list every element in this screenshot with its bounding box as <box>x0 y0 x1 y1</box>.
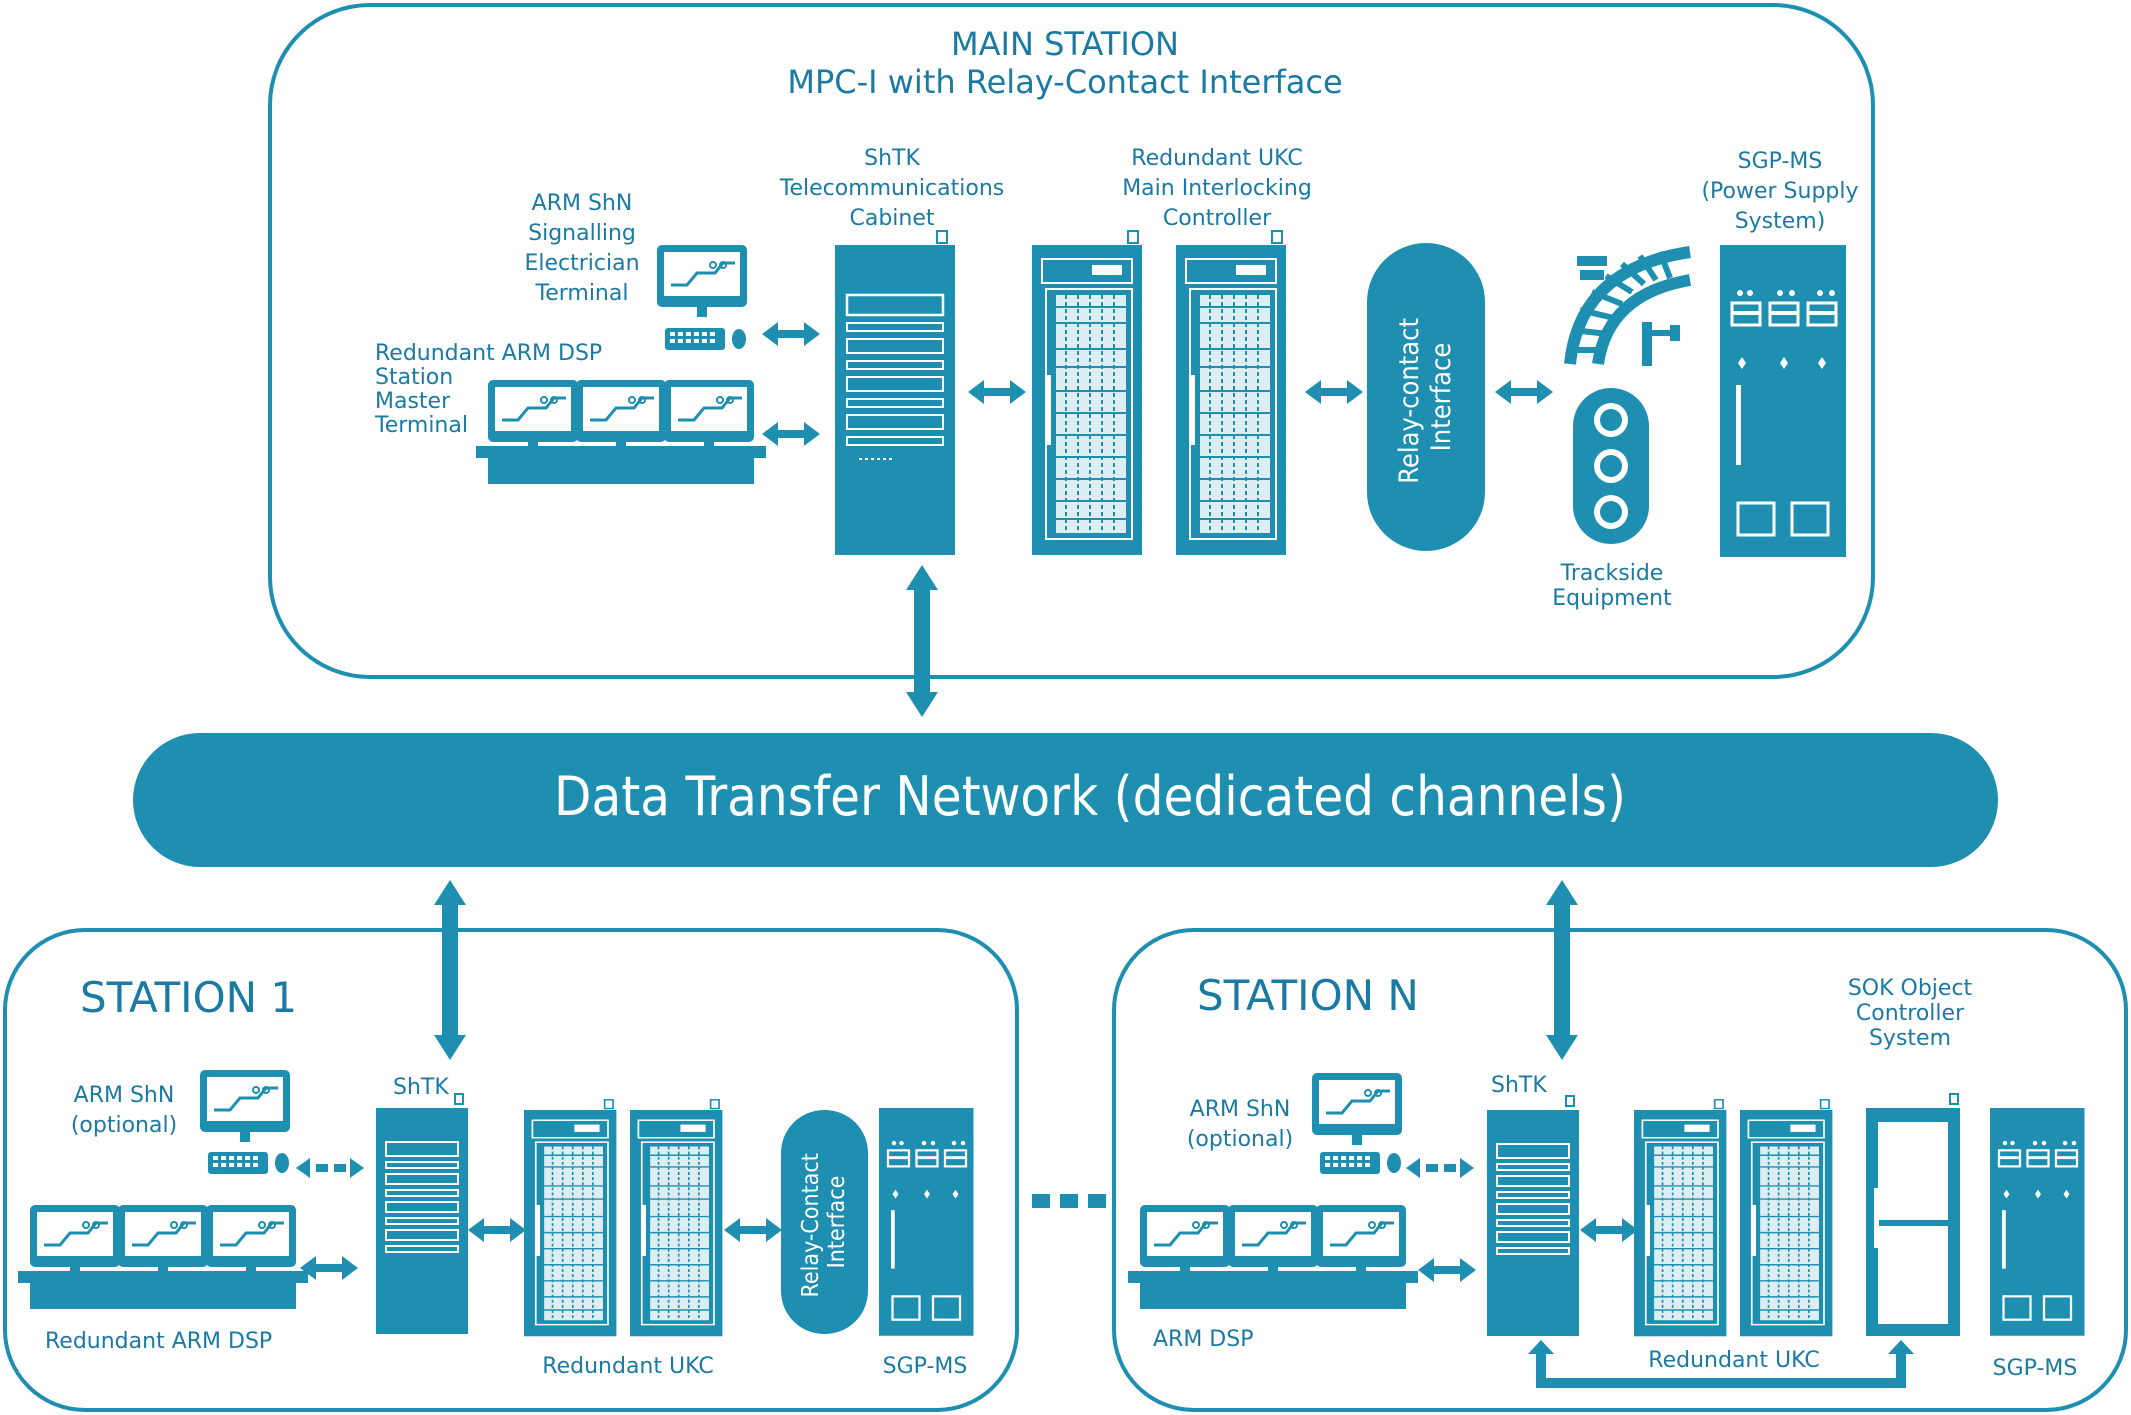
arrow-shtk-ukc <box>968 380 1026 404</box>
svg-text:System): System) <box>1735 209 1826 234</box>
station1-shtk-label: ShTK <box>393 1075 449 1100</box>
main-station-subtitle: MPC-I with Relay-Contact Interface <box>787 63 1342 101</box>
station1-ukc-label: Redundant UKC <box>542 1354 713 1379</box>
station1-arrow-ukc-relay <box>724 1218 782 1242</box>
svg-text:Relay-Contact Interfac: Relay-Contact Interface <box>798 1147 850 1298</box>
station1-shtk-cabinet-icon <box>376 1093 468 1334</box>
arm-shn-label: ARM ShN Signalling Electrician Terminal <box>524 191 639 306</box>
svg-text:SGP-MS: SGP-MS <box>1738 149 1823 174</box>
station1-relay-interface: Relay-Contact Interface <box>781 1110 868 1334</box>
sgp-cabinet-icon <box>1718 243 1848 559</box>
station1-arrow-shtk-ukc <box>468 1218 526 1242</box>
svg-text:Telecommunications: Telecommunications <box>779 176 1004 201</box>
stationN-ukc-cabinets-icon <box>1633 1098 1834 1338</box>
main-station-title: MAIN STATION <box>951 25 1179 63</box>
arrow-network-stationN <box>1546 880 1578 1060</box>
svg-text:Controller: Controller <box>1163 206 1272 231</box>
stationN-bottom-connector <box>1528 1340 1914 1388</box>
svg-text:Redundant ARM DSP: Redundant ARM DSP <box>375 341 602 366</box>
station1-arm-dsp-label: Redundant ARM DSP <box>45 1329 272 1354</box>
svg-text:Signalling: Signalling <box>528 221 636 246</box>
stationN-panel: STATION N ARM ShN (optional) ARM DSP ShT… <box>1112 928 2128 1412</box>
svg-text:(optional): (optional) <box>1187 1127 1293 1152</box>
stationN-sok-label: SOK Object Controller System <box>1848 976 1973 1051</box>
station1-arrow-dsp-shtk <box>300 1256 358 1280</box>
svg-text:Station: Station <box>375 365 453 390</box>
station1-sgp-cabinet-icon <box>877 1106 975 1337</box>
stationN-dashed-arrow <box>1406 1158 1474 1178</box>
svg-text:Electrician: Electrician <box>524 251 639 276</box>
svg-text:Trackside: Trackside <box>1560 561 1664 586</box>
stationN-arm-shn-label: ARM ShN (optional) <box>1187 1097 1293 1152</box>
ukc-cabinet-1-icon <box>1031 230 1143 556</box>
stationN-arrow-dsp-shtk <box>1418 1258 1476 1282</box>
svg-text:Equipment: Equipment <box>1552 586 1672 611</box>
stationN-arm-dsp-desk-icon <box>1128 1205 1418 1309</box>
svg-text:SOK Object: SOK Object <box>1848 976 1973 1001</box>
arm-dsp-desk-icon <box>476 380 766 484</box>
arrow-network-station1 <box>434 880 466 1060</box>
ukc-cabinet-2-icon <box>1175 230 1287 556</box>
ukc-label: Redundant UKC Main Interlocking Controll… <box>1122 146 1312 231</box>
stationN-shtk-cabinet-icon <box>1487 1095 1579 1336</box>
stationN-title: STATION N <box>1197 971 1419 1020</box>
arrow-relay-trackside <box>1495 380 1553 404</box>
station1-dashed-arrow <box>296 1158 364 1178</box>
shtk-label: ShTK Telecommunications Cabinet <box>779 146 1004 231</box>
svg-text:ARM ShN: ARM ShN <box>1190 1097 1291 1122</box>
trackside-label: Trackside Equipment <box>1552 561 1672 611</box>
data-transfer-network: Data Transfer Network (dedicated channel… <box>133 733 1998 867</box>
svg-text:Main Interlocking: Main Interlocking <box>1122 176 1312 201</box>
relay-interface: Relay-contact Interface <box>1367 243 1485 551</box>
station1-arm-dsp-desk-icon <box>18 1205 308 1309</box>
svg-text:Relay-contact Interfac: Relay-contact Interface <box>1394 310 1457 484</box>
station1-title: STATION 1 <box>80 973 297 1022</box>
station1-ukc-cabinets-icon <box>523 1098 724 1338</box>
svg-text:Terminal: Terminal <box>535 281 629 306</box>
arm-dsp-label: Redundant ARM DSP Station Master Termina… <box>374 341 602 438</box>
svg-text:ShTK: ShTK <box>864 146 920 171</box>
arm-shn-terminal-icon <box>655 243 749 350</box>
stationN-sgp-label: SGP-MS <box>1993 1356 2078 1381</box>
arrow-ukc-relay <box>1305 380 1363 404</box>
svg-text:Cabinet: Cabinet <box>849 206 934 231</box>
svg-text:Terminal: Terminal <box>374 413 468 438</box>
svg-text:(Power Supply: (Power Supply <box>1701 179 1858 204</box>
arrow-main-network <box>906 565 938 717</box>
svg-text:ARM ShN: ARM ShN <box>532 191 633 216</box>
main-station-panel: MAIN STATION MPC-I with Relay-Contact In… <box>268 3 1875 679</box>
svg-text:Redundant UKC: Redundant UKC <box>1131 146 1302 171</box>
stationN-ukc-label: Redundant UKC <box>1648 1348 1819 1373</box>
station1-panel: STATION 1 ARM ShN (optional) Redundant A… <box>3 928 1019 1412</box>
stationN-sgp-cabinet-icon <box>1988 1106 2086 1337</box>
traffic-signal-icon <box>1573 388 1649 544</box>
sgp-label: SGP-MS (Power Supply System) <box>1701 149 1858 234</box>
railway-track-icon <box>1564 246 1692 366</box>
station-ellipsis <box>1032 1194 1106 1208</box>
stationN-arm-shn-icon <box>1310 1071 1404 1174</box>
stationN-shtk-label: ShTK <box>1491 1073 1547 1098</box>
arrow-dsp-shtk <box>762 422 820 446</box>
svg-text:System: System <box>1869 1026 1951 1051</box>
stationN-arrow-shtk-ukc <box>1580 1218 1638 1242</box>
stationN-arm-dsp-label: ARM DSP <box>1153 1327 1253 1352</box>
station1-arm-shn-icon <box>198 1068 292 1174</box>
stationN-sok-cabinet-icon <box>1866 1093 1960 1336</box>
svg-text:Controller: Controller <box>1856 1001 1965 1026</box>
station1-sgp-label: SGP-MS <box>883 1354 968 1379</box>
svg-text:Master: Master <box>375 389 451 414</box>
arrow-shn-shtk <box>762 322 820 346</box>
svg-text:(optional): (optional) <box>71 1113 177 1138</box>
svg-text:ARM ShN: ARM ShN <box>74 1083 175 1108</box>
shtk-cabinet-icon <box>833 229 957 557</box>
svg-text:Data Transfer Network (dedicat: Data Transfer Network (dedicated channel… <box>554 765 1626 828</box>
station1-arm-shn-label: ARM ShN (optional) <box>71 1083 177 1138</box>
